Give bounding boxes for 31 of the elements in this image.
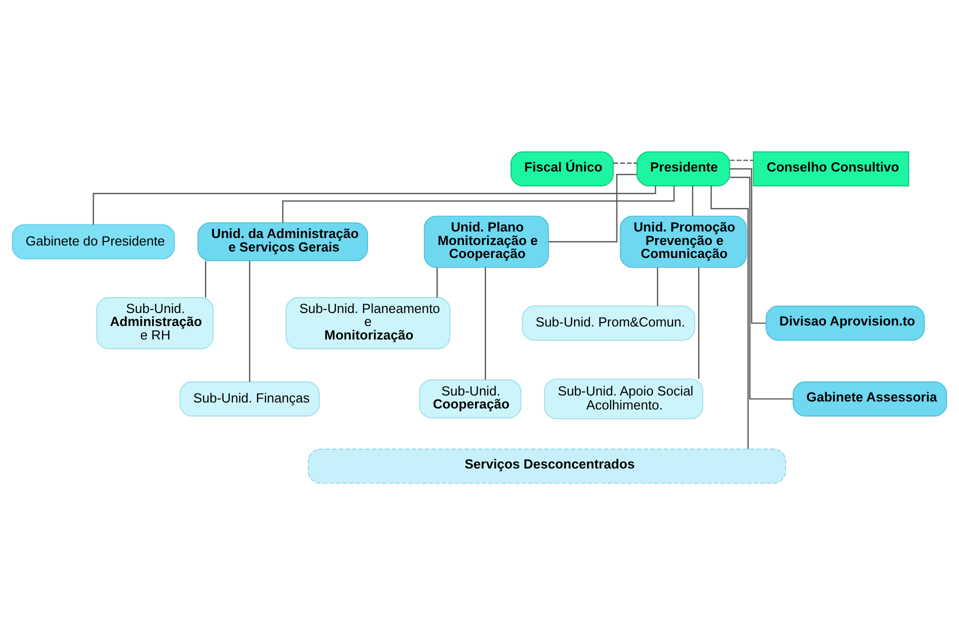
node-box: Sub-Unid. Cooperação — [419, 379, 522, 418]
connector — [484, 266, 486, 380]
node-box: Sub-Unid. Planeamento e Monitorização — [286, 296, 450, 349]
node-box: Sub-Unid. Prom&Comun. — [522, 305, 696, 340]
node-box: Presidente — [636, 150, 730, 186]
node-box: Sub-Unid. Finanças — [180, 380, 320, 416]
connector — [730, 168, 766, 324]
connector — [614, 162, 637, 164]
connector — [436, 267, 438, 298]
connector — [692, 186, 694, 216]
node-box: Divisao Aprovision.to — [766, 305, 925, 340]
node-box: Conselho Consultivo — [752, 150, 910, 186]
node-box: Gabinete do Presidente — [12, 224, 175, 259]
connector — [548, 173, 637, 242]
node-box: Unid. Plano Monitorização e Cooperação — [424, 215, 549, 268]
connector — [730, 176, 793, 400]
connector — [698, 266, 700, 378]
node-box: Serviços Desconcentrados — [308, 448, 786, 484]
connector — [730, 159, 754, 160]
connector — [710, 185, 749, 448]
connector — [249, 260, 250, 382]
connector — [204, 260, 206, 298]
connector — [656, 267, 658, 306]
node-box: Fiscal Único — [510, 150, 614, 186]
node-box: Unid. Promoção Prevenção e Comunicação — [620, 215, 747, 268]
node-box: Sub-Unid. Apoio Social Acolhimento. — [544, 378, 704, 419]
node-box: Gabinete Assessoria — [792, 380, 948, 416]
node-box: Sub-Unid. Administração e RH — [96, 296, 214, 349]
connector — [282, 186, 675, 222]
node-box: Unid. da Administração e Serviços Gerais — [198, 222, 368, 261]
connector — [92, 185, 656, 224]
